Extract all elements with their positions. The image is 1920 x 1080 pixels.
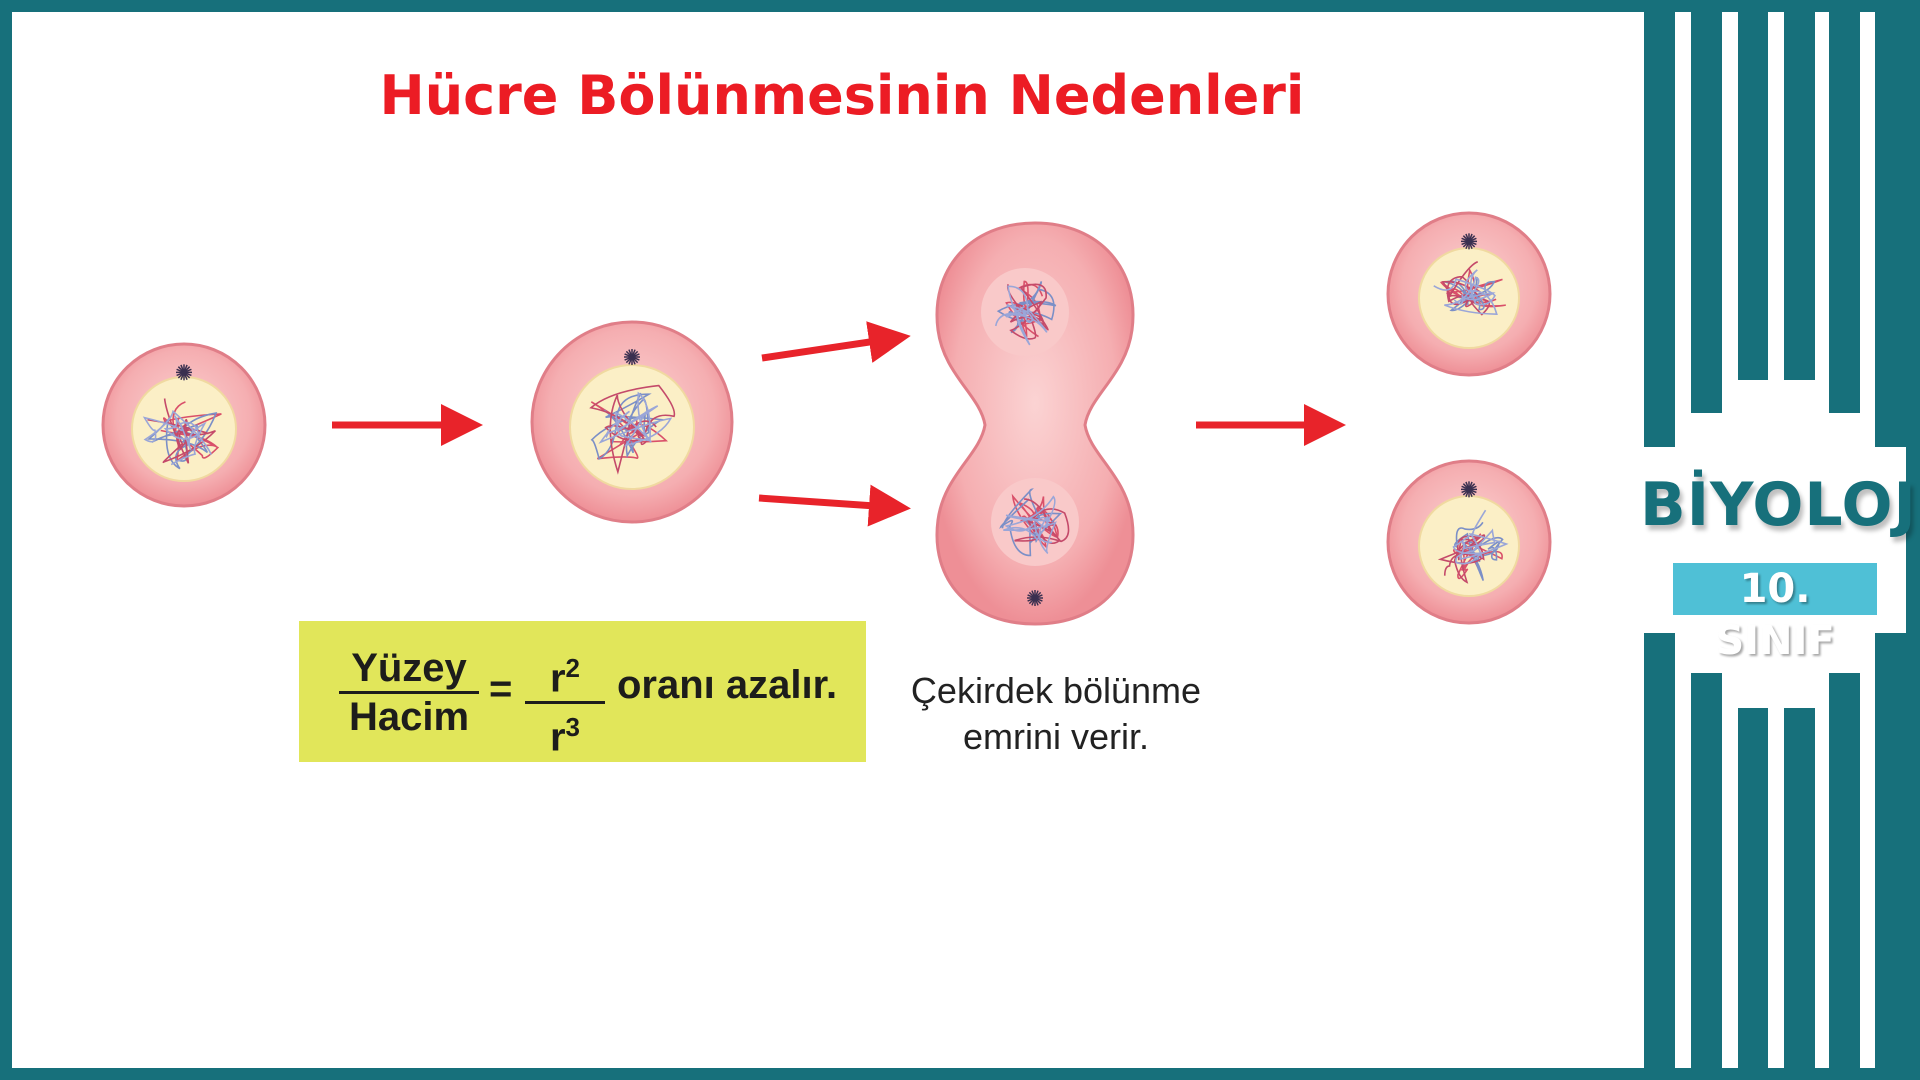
deco-bar [1829, 10, 1860, 413]
chromatin [160, 401, 222, 463]
equals-sign: = [489, 667, 513, 711]
exponent: 2 [565, 653, 581, 683]
fraction-denominator: Hacim [348, 695, 470, 739]
fraction-numerator: Yüzey [339, 645, 479, 694]
chromatin [1433, 269, 1498, 315]
chromatin [142, 409, 212, 466]
centrosome [1461, 237, 1477, 246]
chromatin [146, 412, 218, 470]
deco-bar [1875, 10, 1906, 447]
nucleus-caption: Çekirdek bölünme emrini verir. [880, 668, 1232, 760]
chromatin [1014, 498, 1070, 545]
chromatin [1006, 283, 1049, 340]
chromatin [1003, 495, 1057, 555]
arrow-up-right [761, 321, 911, 363]
chromatin [589, 384, 676, 475]
deco-bar [1738, 10, 1768, 380]
deco-bar [1691, 673, 1722, 1073]
exponent: 3 [565, 712, 581, 743]
radius-numerator: r [549, 656, 566, 701]
subject-logo: BİYOLOJİ [1640, 470, 1920, 540]
deco-bar [1784, 10, 1815, 380]
deco-bar [1829, 673, 1860, 1073]
deco-bar [1738, 708, 1768, 1073]
caption-line: emrini verir. [962, 716, 1150, 757]
caption-line: Çekirdek bölünme [910, 670, 1202, 711]
grade-badge: 10. SINIF [1673, 563, 1877, 664]
deco-bar [1784, 708, 1815, 1073]
slide-frame-right [1906, 0, 1920, 1080]
chromatin [598, 391, 673, 447]
surface-volume-formula: Yüzey Hacim = r2 r3 oranı azalır. [299, 621, 866, 762]
chromatin [1452, 509, 1509, 565]
formula-suffix: oranı azalır. [617, 663, 838, 707]
deco-bar [1644, 10, 1675, 447]
surface-volume-fraction: Yüzey Hacim [339, 645, 479, 740]
centrosome [176, 368, 192, 377]
deco-bar [1691, 10, 1722, 413]
chromatin [1437, 534, 1486, 584]
slide-title: Hücre Bölünmesinin Nedenleri [379, 64, 1305, 127]
radius-fraction: r2 r3 [525, 645, 605, 761]
deco-bar [1644, 633, 1675, 1073]
centrosome [624, 353, 640, 361]
arrow-down-right [758, 484, 911, 527]
radius-denominator: r [549, 715, 566, 760]
centrosome [1027, 594, 1043, 602]
chromatin [994, 285, 1048, 346]
deco-bar [1875, 633, 1906, 1073]
centrosome [1461, 485, 1477, 494]
